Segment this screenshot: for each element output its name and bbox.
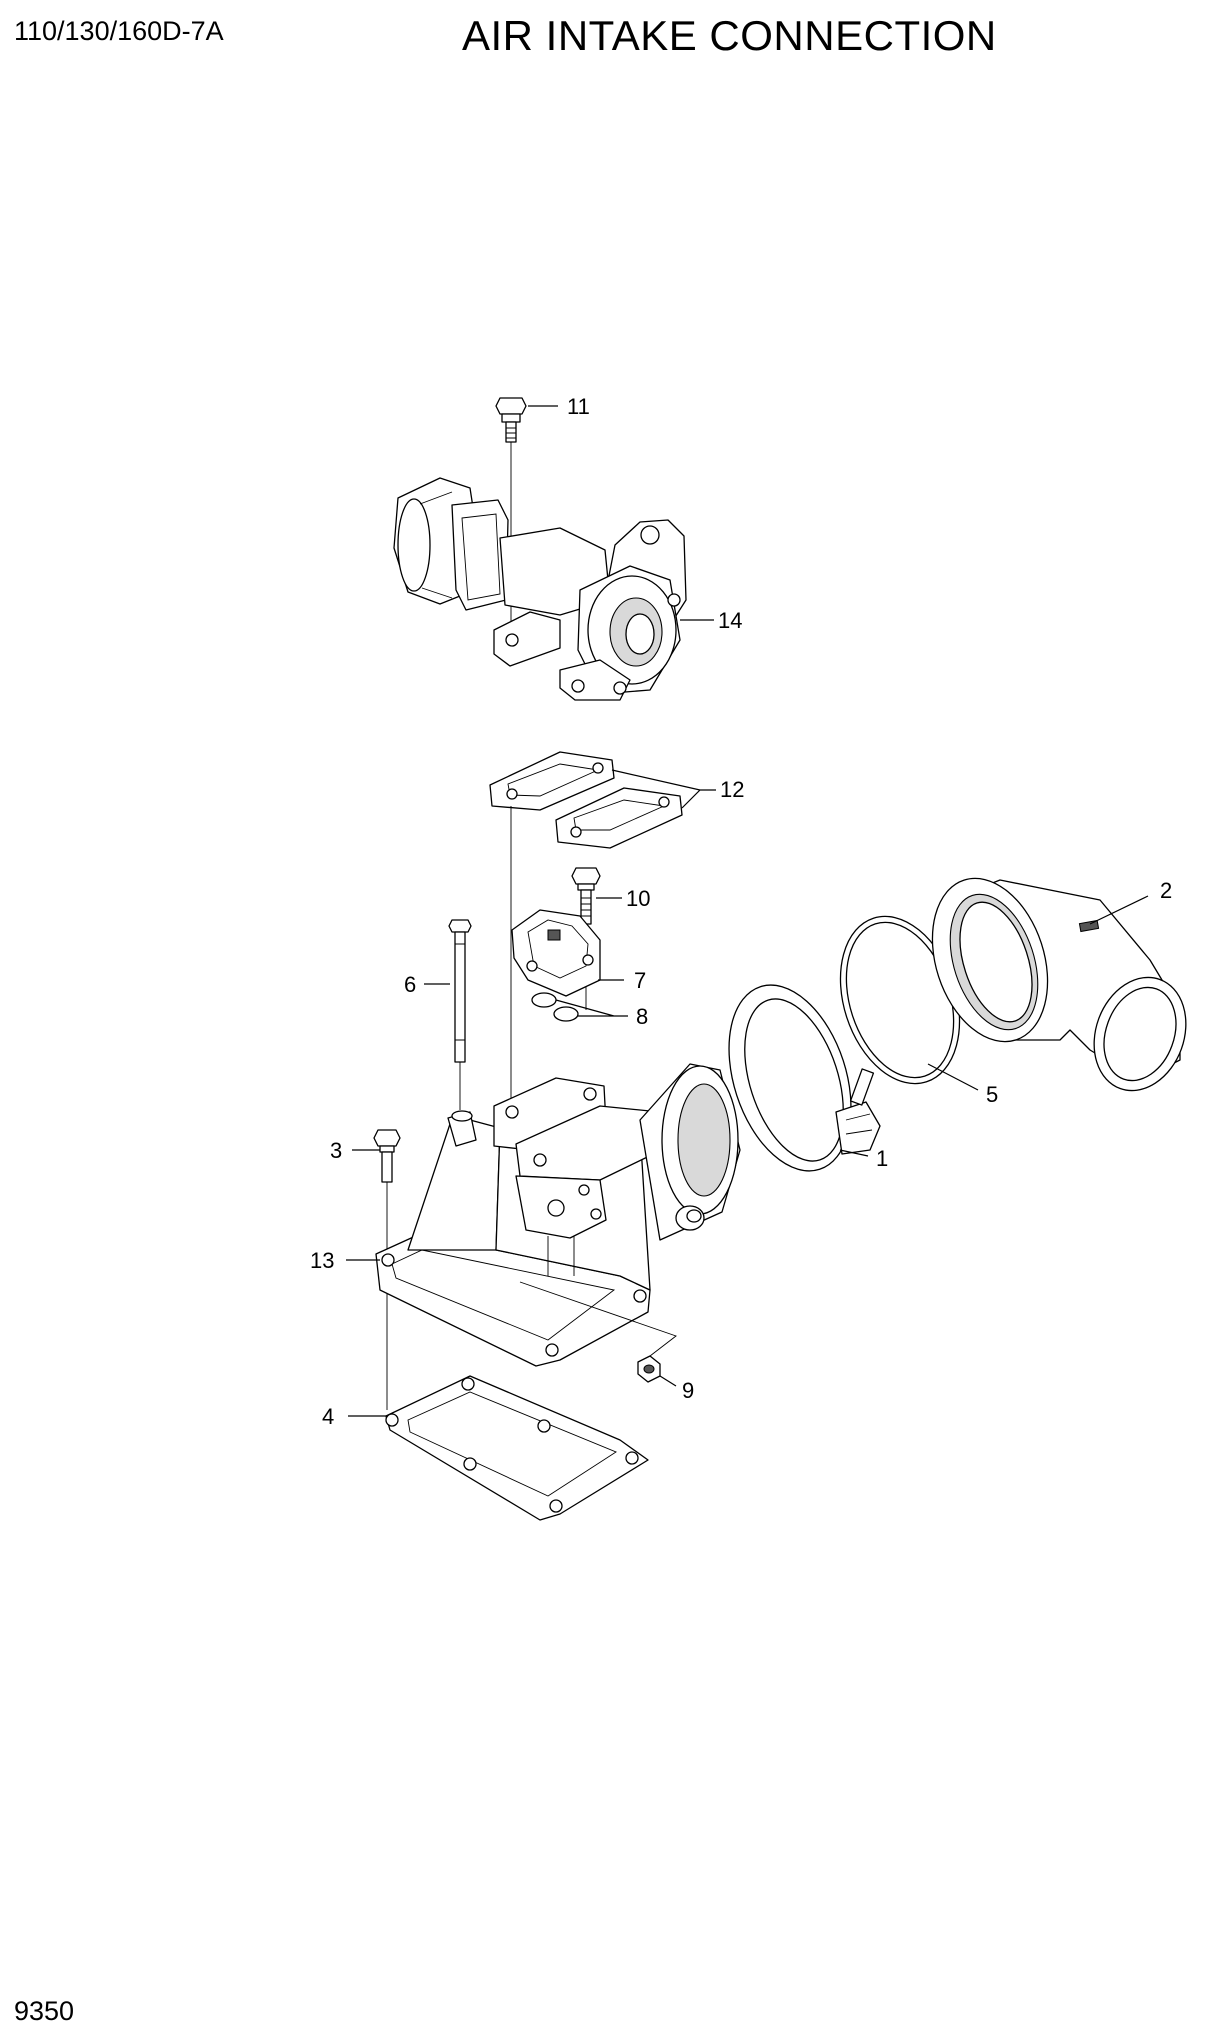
part-13-intake-housing	[375, 1063, 741, 1367]
part-2-elbow	[931, 877, 1187, 1092]
part-5-o-ring	[839, 915, 961, 1085]
callout-10: 10	[626, 886, 650, 911]
callout-3: 3	[330, 1138, 342, 1163]
callout-11: 11	[567, 394, 590, 419]
callout-6: 6	[404, 972, 416, 997]
part-3-bolt	[373, 1129, 401, 1183]
page-number: 9350	[14, 1996, 75, 2026]
leader-lines	[346, 405, 1149, 1417]
callout-13: 13	[310, 1248, 334, 1273]
part-12-gaskets	[489, 751, 683, 849]
part-4-gasket	[385, 1375, 649, 1521]
callout-5: 5	[986, 1082, 998, 1107]
callout-14: 14	[718, 608, 742, 633]
callout-12: 12	[720, 777, 744, 802]
part-1-clamp	[728, 984, 881, 1172]
part-8-o-rings	[531, 992, 579, 1022]
callout-2: 2	[1160, 878, 1172, 903]
callout-9: 9	[682, 1378, 694, 1403]
callout-1: 1	[876, 1146, 888, 1171]
page-title: AIR INTAKE CONNECTION	[462, 12, 997, 59]
callout-4: 4	[322, 1404, 334, 1429]
part-6-stud	[448, 919, 472, 1063]
part-14-egr-valve	[393, 477, 687, 701]
callout-8: 8	[636, 1004, 648, 1029]
callout-7: 7	[634, 968, 646, 993]
model-number: 110/130/160D-7A	[14, 16, 224, 46]
part-9-nut	[519, 1281, 677, 1383]
part-11-bolt	[495, 397, 527, 443]
